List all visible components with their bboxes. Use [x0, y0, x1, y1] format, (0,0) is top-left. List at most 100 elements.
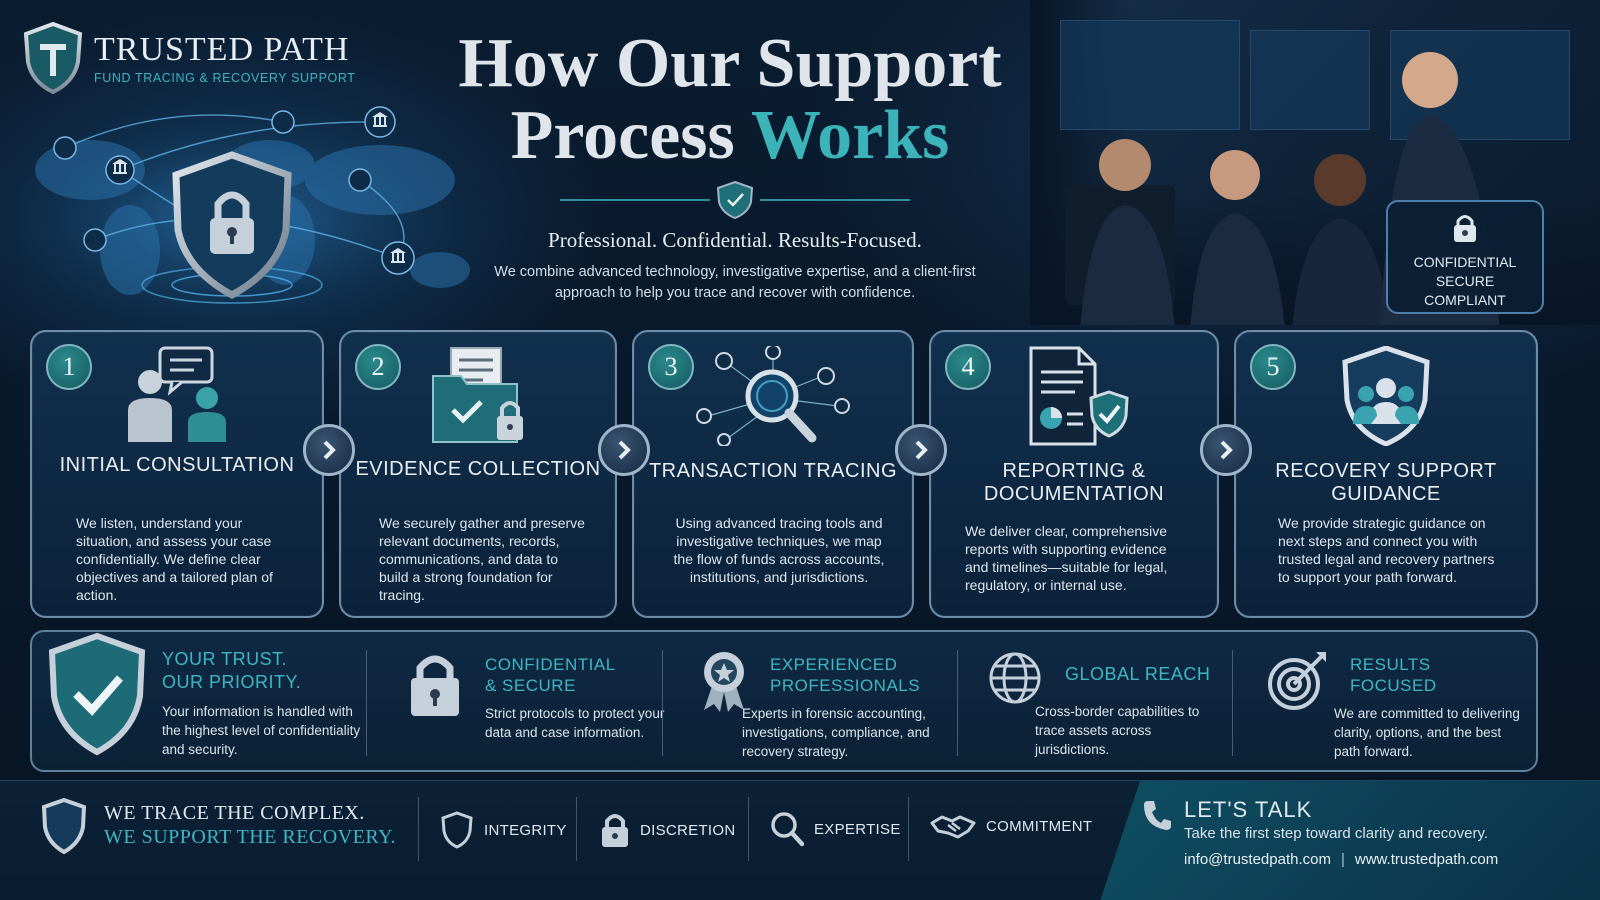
step-card-2[interactable]: 2 EVIDENCE COLLECTION We securely gather…	[339, 330, 617, 618]
padlock-icon	[411, 655, 459, 716]
step-description: We provide strategic guidance on next st…	[1278, 515, 1495, 585]
motto-line-2: WE SUPPORT THE RECOVERY.	[104, 826, 396, 848]
shield-people-icon	[1342, 346, 1430, 446]
title-accent-text: Works	[751, 97, 950, 174]
step-description: We deliver clear, comprehensive reports …	[965, 523, 1168, 593]
value-label: INTEGRITY	[484, 821, 567, 839]
brand-tagline: FUND TRACING & RECOVERY SUPPORT	[94, 71, 356, 85]
badge-lock-icon	[1454, 215, 1476, 242]
step-number: 5	[1250, 344, 1296, 390]
footer-divider	[748, 797, 749, 861]
feature-description: Your information is handled with the hig…	[162, 704, 361, 757]
feature-description: Experts in forensic accounting, investig…	[742, 706, 930, 759]
chevron-right-icon	[323, 440, 336, 460]
title-divider	[560, 180, 910, 220]
page-title: How Our Support Process Works	[430, 28, 1030, 172]
feature-description: Cross-border capabilities to trace asset…	[1035, 704, 1200, 757]
feature-divider	[1232, 650, 1233, 756]
next-arrow-1[interactable]	[303, 424, 355, 476]
feature-title: EXPERIENCED PROFESSIONALS	[770, 654, 952, 696]
step-description: We securely gather and preserve relevant…	[379, 515, 585, 603]
badge-line-3: COMPLIANT	[1424, 292, 1506, 308]
badge-line-1: CONFIDENTIAL	[1413, 254, 1517, 270]
confidential-badge: CONFIDENTIAL SECURE COMPLIANT	[1386, 200, 1544, 314]
contact-subtitle: Take the first step toward clarity and r…	[1184, 825, 1489, 842]
badge-line-2: SECURE	[1435, 273, 1495, 289]
feature-experienced: EXPERIENCED PROFESSIONALS Experts in for…	[672, 632, 957, 774]
value-expertise: EXPERTISE	[770, 811, 901, 847]
step-description: We listen, understand your situation, an…	[76, 515, 273, 603]
footer-shield-icon	[41, 797, 87, 855]
next-arrow-2[interactable]	[598, 424, 650, 476]
features-band: YOUR TRUST. OUR PRIORITY. Your informati…	[30, 630, 1538, 772]
step-card-4[interactable]: 4 REPORTING & DOCUMENTATION We deliver c…	[929, 330, 1219, 618]
chevron-right-icon	[618, 440, 631, 460]
step-title: INITIAL CONSULTATION	[59, 454, 295, 476]
brand-name: TRUSTED PATH	[94, 31, 350, 68]
feature-title-line-2: PROFESSIONALS	[770, 676, 921, 695]
step-title: EVIDENCE COLLECTION	[355, 458, 601, 480]
step-card-3[interactable]: 3 TRANSACTION TRACING Using advanced tra…	[632, 330, 914, 618]
intro-text: We combine advanced technology, investig…	[494, 264, 976, 301]
value-label: DISCRETION	[640, 821, 736, 839]
feature-title: YOUR TRUST. OUR PRIORITY.	[162, 648, 362, 694]
chevron-right-icon	[915, 440, 928, 460]
feature-title-line-2: OUR PRIORITY.	[162, 672, 302, 692]
footer-motto: WE TRACE THE COMPLEX. WE SUPPORT THE REC…	[104, 801, 396, 849]
feature-title-line-1: CONFIDENTIAL	[485, 655, 616, 674]
chevron-right-icon	[1220, 440, 1233, 460]
feature-title-line-2: FOCUSED	[1350, 676, 1437, 695]
evidence-folder-icon	[432, 347, 523, 443]
trust-shield-icon	[48, 632, 146, 756]
brand[interactable]: TRUSTED PATH FUND TRACING & RECOVERY SUP…	[22, 22, 355, 94]
feature-divider	[366, 650, 367, 756]
contact-title: LET'S TALK	[1184, 797, 1313, 822]
contact-separator: |	[1340, 851, 1345, 868]
contact-email-link[interactable]: info@trustedpath.com	[1184, 851, 1331, 868]
footer-divider	[908, 797, 909, 861]
footer-divider	[418, 797, 419, 861]
step-title: REPORTING & DOCUMENTATION	[983, 460, 1165, 505]
contact-website-link[interactable]: www.trustedpath.com	[1354, 851, 1499, 868]
feature-title-line-1: YOUR TRUST.	[162, 649, 288, 669]
feature-global: GLOBAL REACH Cross-border capabilities t…	[967, 632, 1232, 774]
step-number: 1	[46, 344, 92, 390]
shield-outline-icon	[441, 811, 473, 849]
feature-title-line-2: & SECURE	[485, 676, 576, 695]
world-map-illustration	[20, 100, 490, 315]
feature-description: Strict protocols to protect your data an…	[485, 706, 665, 740]
contact-details: info@trustedpath.com | www.trustedpath.com	[1184, 851, 1498, 868]
globe-icon	[989, 652, 1041, 704]
feature-results: RESULTS FOCUSED We are committed to deli…	[1242, 632, 1532, 774]
subtitle: Professional. Confidential. Results-Focu…	[548, 228, 922, 252]
brand-shield-icon	[23, 22, 83, 94]
step-title: TRANSACTION TRACING	[648, 460, 898, 482]
step-title: RECOVERY SUPPORT GUIDANCE	[1275, 460, 1497, 505]
feature-confidential: CONFIDENTIAL & SECURE Strict protocols t…	[377, 632, 667, 774]
award-badge-icon	[704, 652, 744, 712]
feature-title-line-1: RESULTS	[1350, 655, 1431, 674]
feature-divider	[662, 650, 663, 756]
next-arrow-4[interactable]	[1200, 424, 1252, 476]
next-arrow-3[interactable]	[895, 424, 947, 476]
feature-description: We are committed to delivering clarity, …	[1334, 706, 1520, 759]
title-process-text: Process	[510, 97, 752, 174]
value-label: EXPERTISE	[814, 820, 901, 838]
contact-panel[interactable]: LET'S TALK Take the first step toward cl…	[1100, 781, 1600, 900]
feature-title: RESULTS FOCUSED	[1350, 654, 1524, 696]
footer-divider	[576, 797, 577, 861]
lock-icon	[602, 814, 628, 847]
step-card-5[interactable]: 5 RECOVERY SUPPORT GUIDANCE We provide s…	[1234, 330, 1538, 618]
value-discretion: DISCRETION	[600, 811, 736, 849]
report-document-icon	[1029, 346, 1129, 446]
value-integrity: INTEGRITY	[440, 811, 567, 849]
step-card-1[interactable]: 1 INITIAL CONSULTATION We listen, unders…	[30, 330, 324, 618]
feature-divider	[957, 650, 958, 756]
step-number: 4	[945, 344, 991, 390]
motto-line-1: WE TRACE THE COMPLEX.	[104, 802, 365, 824]
target-icon	[1268, 652, 1326, 710]
feature-trust: YOUR TRUST. OUR PRIORITY. Your informati…	[42, 632, 367, 774]
magnifier-network-icon	[696, 346, 850, 446]
footer-bar: WE TRACE THE COMPLEX. WE SUPPORT THE REC…	[0, 780, 1600, 900]
feature-title: GLOBAL REACH	[1065, 664, 1211, 684]
